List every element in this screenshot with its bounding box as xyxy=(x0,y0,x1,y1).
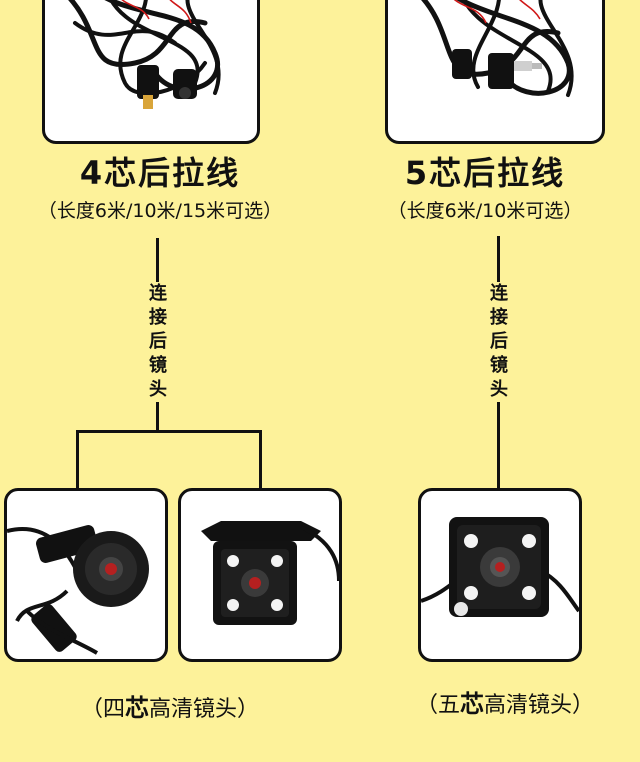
left-cable-image xyxy=(42,0,260,144)
left-branch-line xyxy=(76,430,262,433)
left-branch-drop-2 xyxy=(259,430,262,490)
left-camera-caption: （四芯高清镜头） xyxy=(80,694,260,722)
square-led-camera-4pin-image xyxy=(178,488,342,662)
right-camera-caption: （五芯高清镜头） xyxy=(415,690,595,718)
right-cable-title: 5芯后拉线 xyxy=(404,154,566,192)
right-cable-lengths: （长度6米/10米可选） xyxy=(387,200,583,222)
right-cable-image xyxy=(385,0,605,144)
left-connect-label: 连 接 后 镜 头 xyxy=(143,282,173,402)
left-branch-drop-1 xyxy=(76,430,79,490)
right-connect-label: 连 接 后 镜 头 xyxy=(484,282,514,402)
left-cable-title: 4芯后拉线 xyxy=(79,154,241,192)
butterfly-camera-image xyxy=(4,488,168,662)
left-cable-lengths: （长度6米/10米/15米可选） xyxy=(37,200,283,222)
square-led-camera-5pin-image xyxy=(418,488,582,662)
